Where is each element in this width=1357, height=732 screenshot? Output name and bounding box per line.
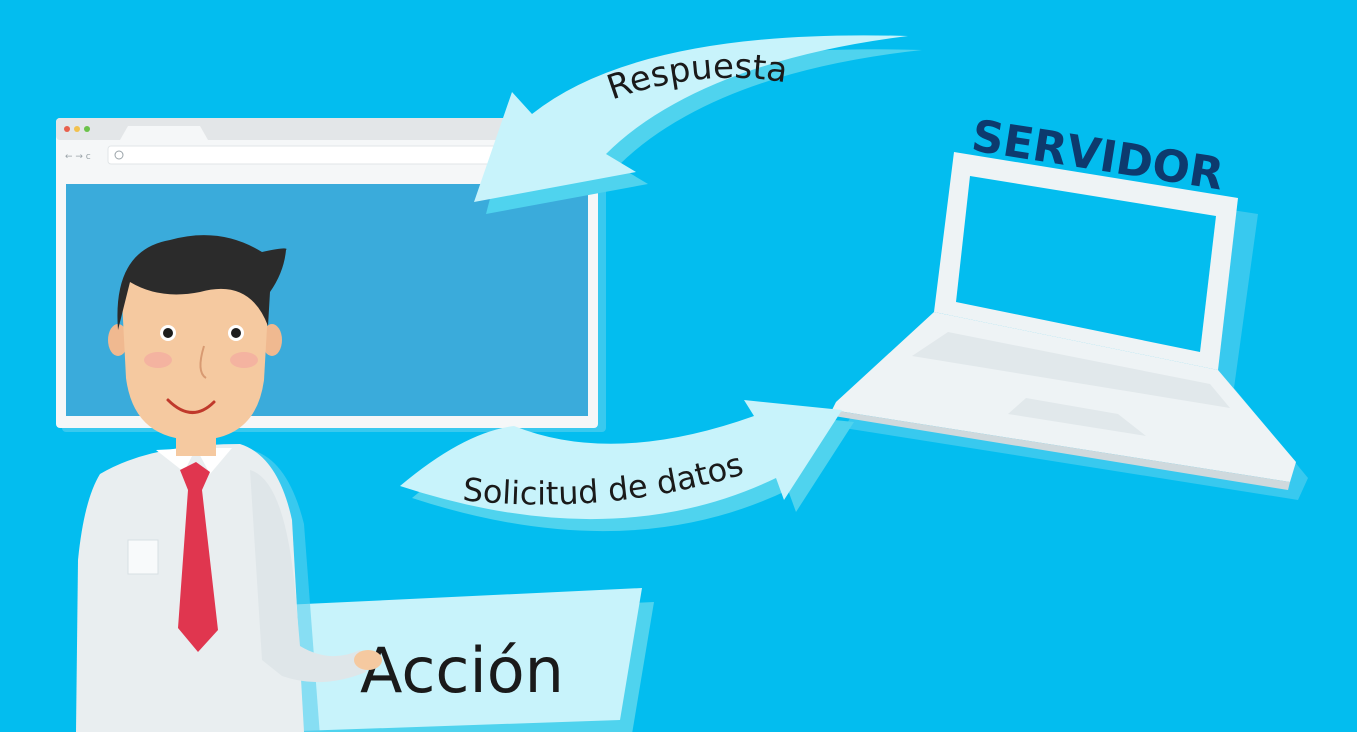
hand (354, 650, 382, 670)
shirt-pocket (127, 539, 159, 575)
laptop-touchpad (1008, 398, 1146, 436)
smile (166, 398, 216, 414)
action-label: Acción (360, 634, 564, 707)
window-maximize-dot (84, 126, 90, 132)
svg-text:← → c: ← → c (65, 152, 91, 162)
left-eye (163, 328, 173, 338)
person-figure-icon (76, 235, 382, 732)
globe-icon (114, 150, 124, 160)
window-close-dot (64, 126, 70, 132)
window-minimize-dot (74, 126, 80, 132)
laptop-server-icon (832, 152, 1308, 500)
right-eye (231, 328, 241, 338)
tie (178, 462, 218, 652)
hair (117, 235, 287, 330)
action-banner-icon (262, 588, 654, 732)
request-arrow-icon (400, 400, 854, 532)
address-bar (107, 145, 549, 165)
response-arrow-icon (474, 35, 922, 214)
laptop-keyboard (912, 332, 1230, 408)
laptop-screen (956, 176, 1216, 352)
